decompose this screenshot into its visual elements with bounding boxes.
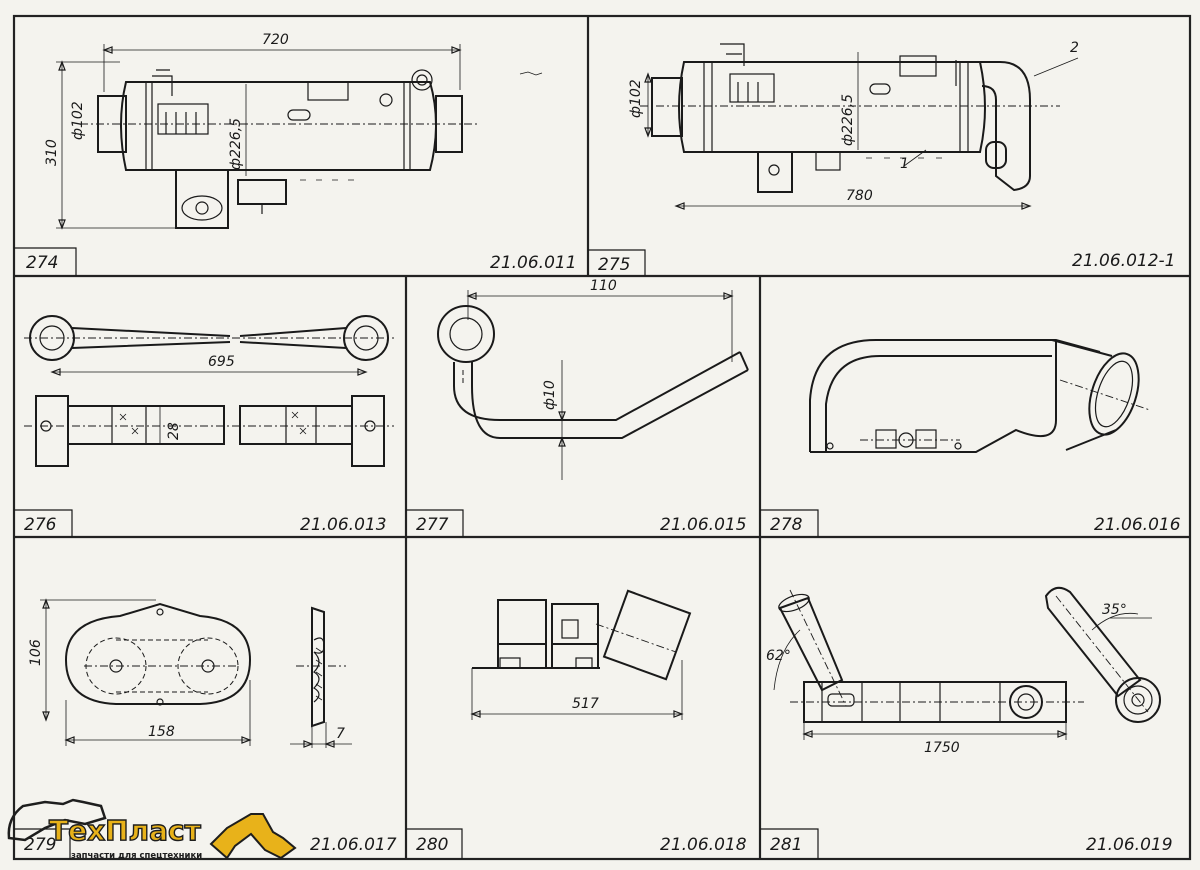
dim-275-length: 780 [846, 188, 873, 204]
dim-277-length: 110 [590, 278, 617, 294]
drawing-275-muffler-pipe: ф102 ф226,5 780 2 1 [628, 40, 1079, 210]
drawing-277-clamp: 110 ф10 [437, 278, 749, 480]
dim-274-height: 310 [44, 139, 60, 166]
dim-274-pipe-dia: ф102 [70, 101, 86, 140]
dim-281-angle-left: 62° [766, 648, 791, 664]
techplast-logo: ТехПласт запчасти для спецтехники [7, 798, 297, 861]
cell-number-275: 275 [598, 255, 630, 275]
cell-code-281: 21.06.019 [1086, 835, 1173, 855]
dim-280-length: 517 [572, 696, 599, 712]
dim-281-length: 1750 [924, 740, 960, 756]
cell-number-276: 276 [24, 515, 57, 535]
drawing-280-brackets: 517 [470, 589, 692, 720]
dim-279-thickness: 7 [336, 726, 345, 742]
dim-275-body-dia: ф226,5 [840, 94, 856, 146]
dim-281-angle-right: 35° [1102, 602, 1127, 618]
excavator-icon-right [209, 813, 297, 860]
cell-number-278: 278 [770, 515, 803, 535]
dim-274-body-dia: ф226,5 [228, 118, 244, 170]
logo-tagline: запчасти для спецтехники [71, 851, 202, 861]
drawing-278-elbow [809, 339, 1151, 453]
cell-number-281: 281 [770, 835, 802, 855]
cell-number-277: 277 [416, 515, 449, 535]
dim-274-length: 720 [262, 32, 289, 48]
dim-275-pipe-dia: ф102 [628, 79, 644, 118]
cell-number-280: 280 [416, 835, 448, 855]
drawing-281-pipe-assembly: 62° 1750 35° [766, 586, 1161, 756]
dim-279-width: 158 [148, 724, 175, 740]
logo-brand: ТехПласт [49, 814, 202, 847]
dim-276-width: 28 [166, 422, 182, 440]
cell-code-277: 21.06.015 [660, 515, 747, 535]
cell-number-274: 274 [26, 253, 58, 273]
dim-276-length: 695 [208, 354, 235, 370]
cell-labels: 274 21.06.011 275 21.06.012-1 276 21.06.… [24, 251, 1181, 855]
drawing-274-muffler: 720 310 ф102 ф226,5 [44, 32, 543, 230]
cell-code-278: 21.06.016 [1094, 515, 1181, 535]
excavator-icon-left [7, 798, 107, 842]
grid-frame [12, 14, 1192, 861]
cell-code-280: 21.06.018 [660, 835, 747, 855]
drawing-276-strap: 695 28 [24, 315, 394, 467]
drawing-279-gasket: 106 158 7 [28, 598, 352, 748]
dim-277-dia: ф10 [542, 380, 558, 410]
cell-code-279: 21.06.017 [310, 835, 397, 855]
cell-code-276: 21.06.013 [300, 515, 387, 535]
cell-number-279: 279 [24, 835, 56, 855]
callout-275-2: 2 [1070, 40, 1079, 56]
cell-code-274: 21.06.011 [490, 253, 577, 273]
callout-275-1: 1 [900, 156, 909, 172]
dim-279-height: 106 [28, 639, 44, 666]
cell-code-275: 21.06.012-1 [1072, 251, 1175, 271]
